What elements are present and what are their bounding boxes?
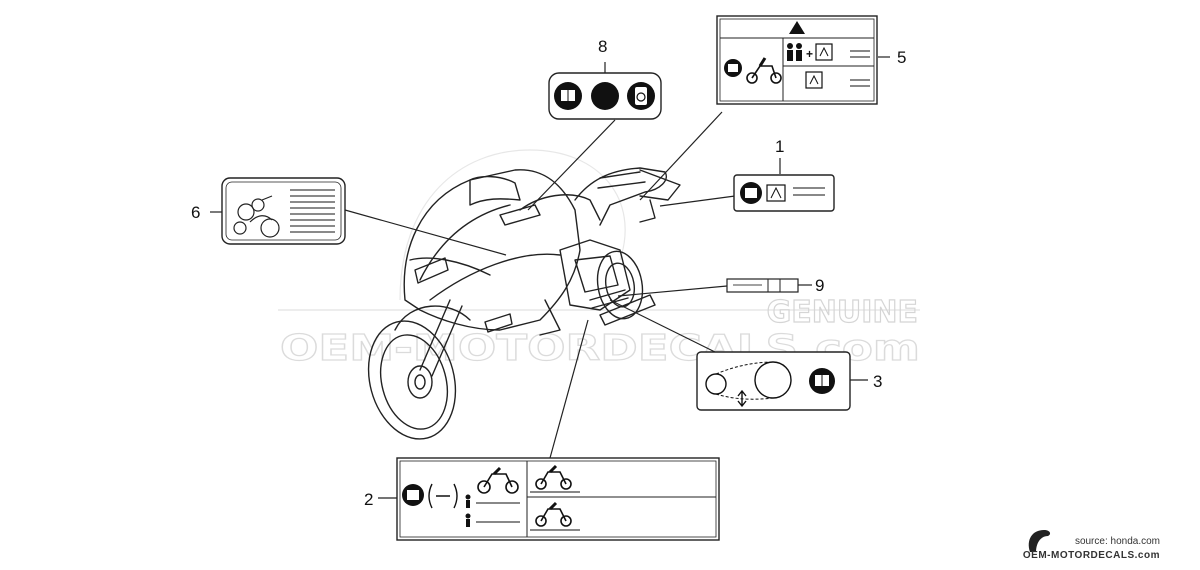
specification-text-lines (290, 189, 335, 233)
callout-number-9: 9 (815, 276, 824, 295)
callout-number-8: 8 (598, 37, 607, 56)
luggage-weight-icon (815, 43, 833, 61)
phone-icon (635, 87, 647, 105)
decal-6: 6 (191, 177, 346, 245)
callout-number-1: 1 (775, 137, 784, 156)
tire-chain-diagram-icon (233, 195, 280, 238)
motorcycle-icon-3 (535, 501, 572, 527)
leader-lines (210, 56, 890, 499)
callout-number-5: 5 (897, 48, 906, 67)
motorcycle-icon-2 (535, 464, 572, 490)
decal-3: 3 (696, 351, 882, 411)
warning-triangle-icon (789, 21, 805, 34)
source-credit: source: honda.com (1074, 536, 1160, 547)
manual-book-icon (745, 188, 757, 198)
black-circle-icon (591, 82, 619, 110)
luggage-weight-icon (766, 184, 786, 202)
decal-1: 1 (733, 137, 835, 212)
rider-icon (465, 494, 471, 527)
callout-number-6: 6 (191, 203, 200, 222)
brand-credit: OEM-MOTORDECALS.com (1022, 550, 1160, 561)
watermark-helmet-icon (399, 149, 626, 301)
luggage-weight-icon-2 (805, 71, 823, 89)
arrow-up-down-icon (737, 389, 747, 408)
watermark-genuine: GENUINE (767, 295, 918, 330)
motorcycle-icon (477, 466, 519, 494)
oem-motordecals-logo (1028, 530, 1051, 552)
helmet-logo-icon (1028, 530, 1051, 552)
callout-number-3: 3 (873, 372, 882, 391)
decal-8: 8 (548, 37, 662, 120)
decal-5: + 5 (716, 15, 906, 105)
motorcycle-illustration (367, 167, 681, 440)
suspension-adjust-icon (428, 483, 458, 509)
svg-text:+: + (806, 47, 813, 61)
manual-book-icon (728, 64, 738, 72)
decal-9: 9 (726, 276, 824, 295)
motorcycle-icon (746, 57, 782, 84)
manual-book-icon (407, 490, 419, 500)
decal-2: 2 (364, 457, 720, 541)
riders-icon (787, 43, 802, 61)
callout-number-2: 2 (364, 490, 373, 509)
